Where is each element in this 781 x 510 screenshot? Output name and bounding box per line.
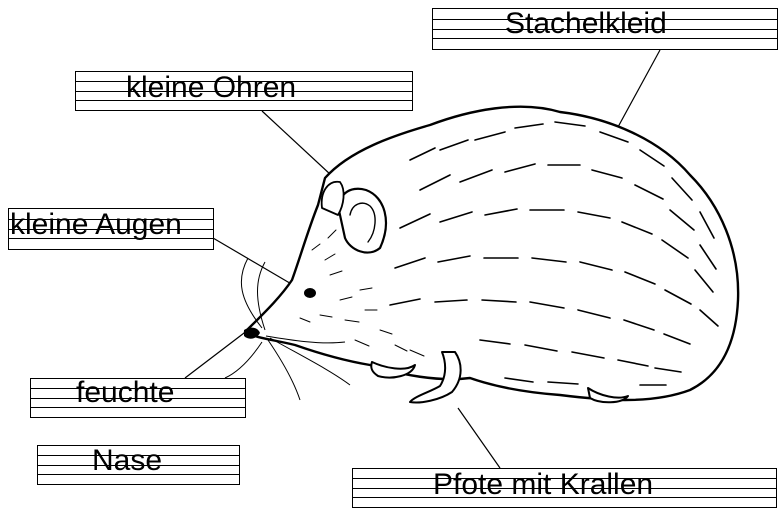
label-nase: Nase (92, 446, 162, 476)
label-stachelkleid: Stachelkleid (505, 9, 667, 39)
label-kleine-ohren: kleine Ohren (126, 73, 296, 103)
hedgehog-eye (304, 288, 316, 298)
label-kleine-augen: kleine Augen (10, 210, 182, 240)
label-feuchte: feuchte (76, 378, 174, 408)
label-pfote: Pfote mit Krallen (433, 470, 653, 500)
leader-pfote (458, 408, 500, 468)
leader-nase (185, 330, 248, 378)
hedgehog-body (245, 107, 738, 400)
